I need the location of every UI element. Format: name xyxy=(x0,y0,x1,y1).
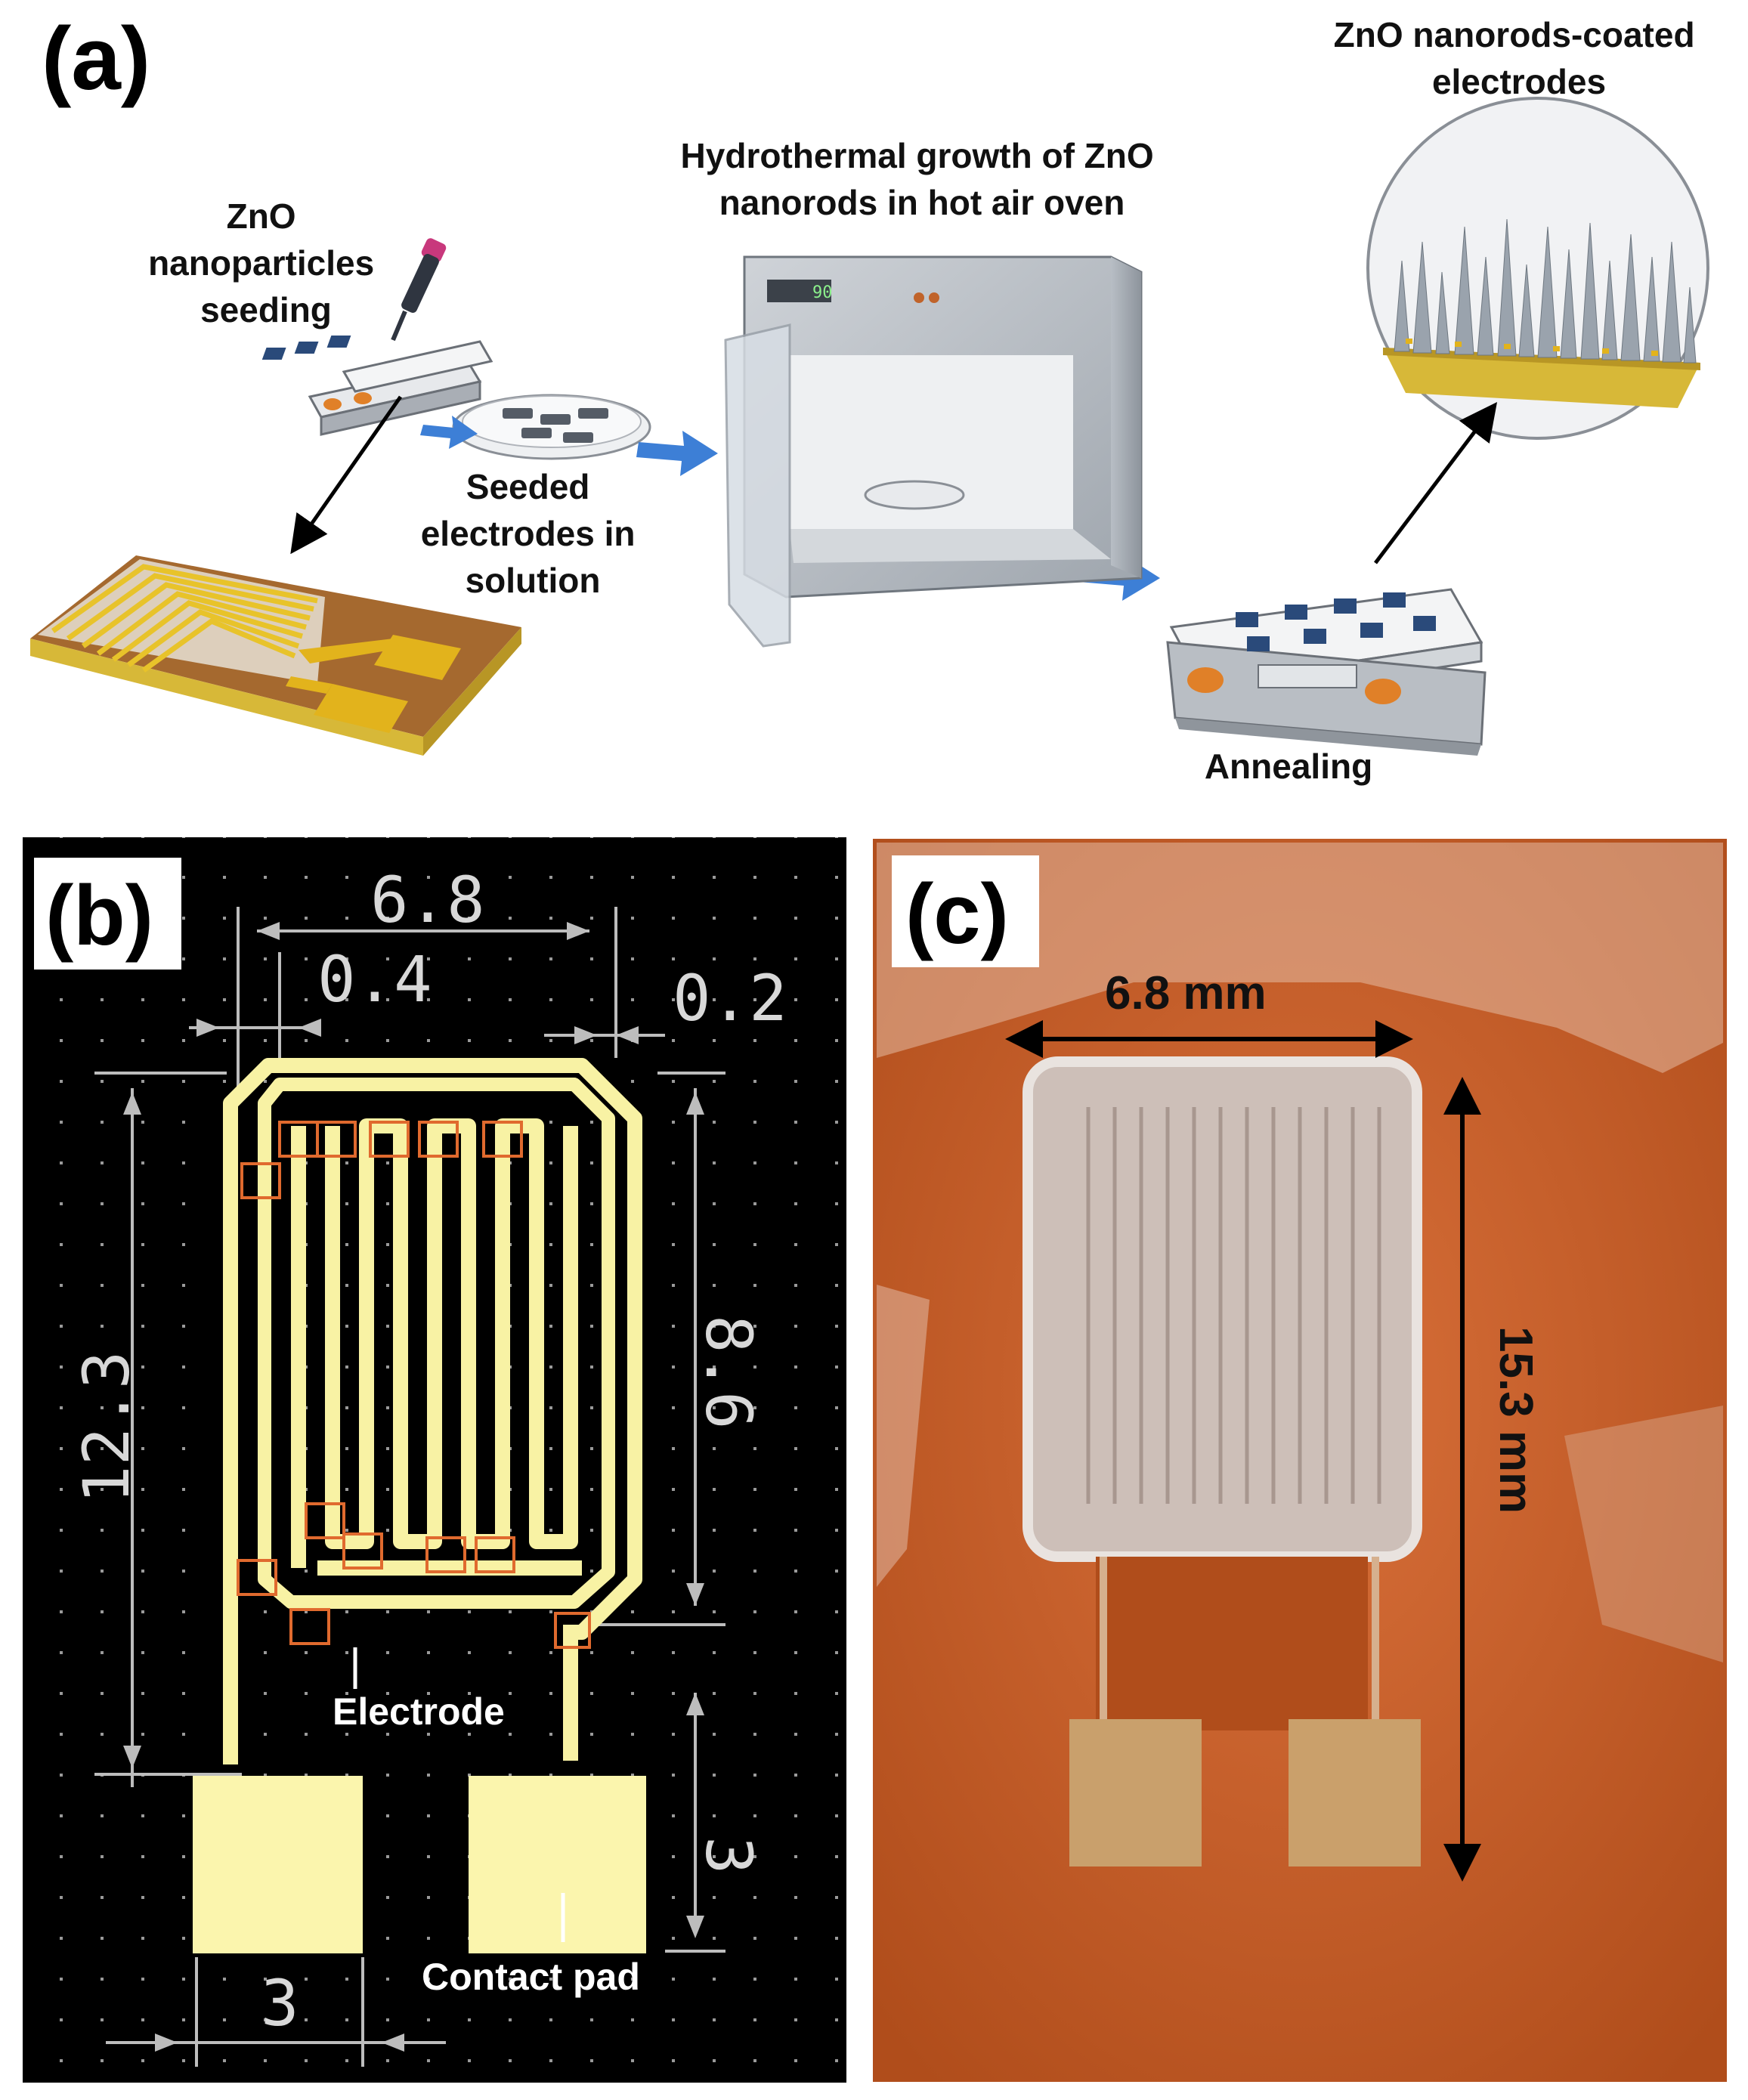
panel-c-tag: (c) xyxy=(905,867,1009,961)
dim-total-height: 12.3 xyxy=(70,1351,144,1504)
panel-b-tag-box xyxy=(34,858,181,970)
annealing-hotplate-icon xyxy=(1166,588,1487,756)
panel-b: (b) xyxy=(23,837,846,2083)
electrode-label: Electrode xyxy=(333,1690,505,1733)
dim-width: 6.8 xyxy=(370,863,485,937)
contact-pad-right xyxy=(469,1776,646,1953)
panel-a-tag: (a) xyxy=(42,9,150,109)
panel-a: (a) ZnO nanoparticles seeding xyxy=(30,9,1709,786)
via-markers xyxy=(237,1121,591,1649)
dim-gap: 0.2 xyxy=(673,961,787,1035)
dim-pad-height: 3 xyxy=(691,1836,766,1875)
dim-electrode-height: 8.6 xyxy=(691,1315,766,1430)
oven-label: Hydrothermal growth of ZnO nanorods in h… xyxy=(681,136,1164,222)
dimension-arrowheads xyxy=(123,922,704,2052)
annealing-label: Annealing xyxy=(1205,747,1372,786)
dim-trace: 0.4 xyxy=(317,942,432,1016)
panel-c-tag-box xyxy=(892,855,1039,967)
seeded-electrodes-label: Seeded electrodes in solution xyxy=(421,467,645,600)
contact-pad-label: Contact pad xyxy=(422,1956,640,1998)
contact-pad-left xyxy=(193,1776,363,1953)
height-dimension-label: 15.3 mm xyxy=(1490,1326,1542,1514)
flow-arrow-1 xyxy=(420,416,478,449)
width-dimension-label: 6.8 mm xyxy=(1105,967,1267,1019)
seeding-label: ZnO nanoparticles seeding xyxy=(148,196,384,329)
pipette-icon xyxy=(391,238,447,342)
dim-pad-width: 3 xyxy=(261,1966,299,2040)
photo-pad-left xyxy=(1069,1719,1202,1866)
petri-dish-icon xyxy=(452,394,651,460)
zoom-arrow-nanorods xyxy=(1374,402,1498,564)
panel-b-tag: (b) xyxy=(45,868,153,963)
oven-icon: 90 xyxy=(724,255,1143,648)
coated-electrodes-label: ZnO nanorods-coated electrodes xyxy=(1334,15,1705,101)
flow-arrow-2 xyxy=(636,431,718,476)
oven-display: 90 xyxy=(812,283,833,302)
sensor-traces-photo xyxy=(1086,1107,1381,1504)
nanorod-zoom-circle xyxy=(1366,97,1709,440)
photo-pad-right xyxy=(1289,1719,1421,1866)
panel-c: (c) 6.8 mm 15.3 mm xyxy=(873,839,1727,2082)
seeding-hotplate-icon xyxy=(261,336,493,436)
zoom-arrow-electrode xyxy=(290,395,403,555)
electrode-board-illustration xyxy=(30,555,521,756)
